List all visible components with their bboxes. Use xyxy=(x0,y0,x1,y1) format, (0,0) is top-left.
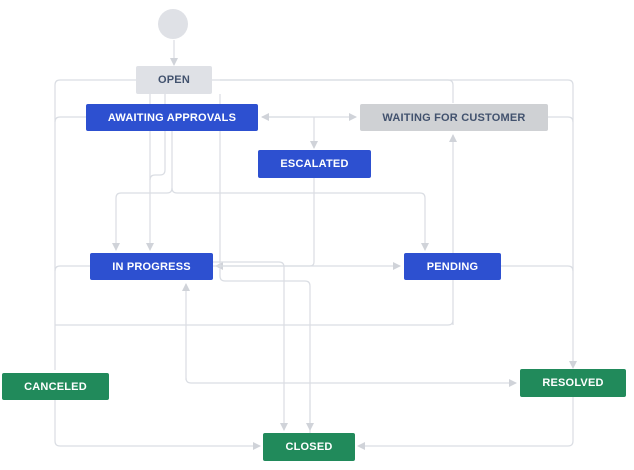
status-waiting-for-customer[interactable]: WAITING FOR CUSTOMER xyxy=(360,104,548,131)
transition-outer-loop xyxy=(54,79,573,370)
transition-waiting-loop xyxy=(219,94,311,448)
transition-pending-right xyxy=(501,265,574,272)
transition-awaiting-pending xyxy=(171,187,429,251)
start-node xyxy=(158,9,188,39)
transition-inprogress-canceled xyxy=(54,265,90,272)
transition-bottom-loop xyxy=(55,319,454,326)
status-canceled[interactable]: CANCELED xyxy=(2,373,109,400)
transition-open-down2 xyxy=(149,94,166,181)
status-pending[interactable]: PENDING xyxy=(404,253,501,280)
status-open[interactable]: OPEN xyxy=(136,66,212,94)
transition-inner-loop xyxy=(212,79,454,103)
transition-inprogress-resolved xyxy=(185,377,517,387)
status-closed[interactable]: CLOSED xyxy=(263,433,355,461)
transition-awaiting-left xyxy=(54,116,86,123)
status-in-progress[interactable]: IN PROGRESS xyxy=(90,253,213,280)
transition-waiting-right xyxy=(548,116,574,123)
status-resolved[interactable]: RESOLVED xyxy=(520,369,626,397)
transition-canceled-closed xyxy=(54,400,261,450)
transition-awaiting-branch xyxy=(112,131,173,251)
transition-resolved-closed xyxy=(357,397,574,450)
transition-inprogress-closed xyxy=(212,261,288,431)
transition-escalated-inprogress xyxy=(215,178,315,270)
status-awaiting-approvals[interactable]: AWAITING APPROVALS xyxy=(86,104,258,131)
status-escalated[interactable]: ESCALATED xyxy=(258,150,371,178)
